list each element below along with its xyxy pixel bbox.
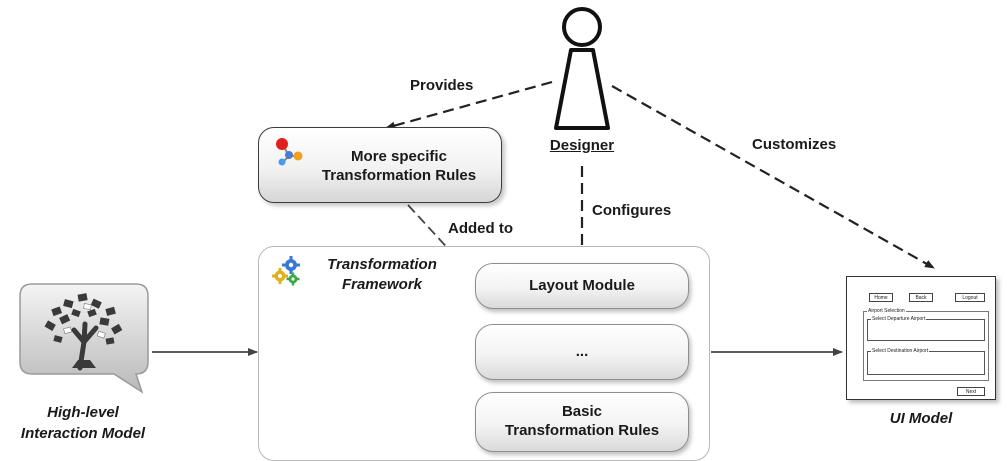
interaction-model-line2: Interaction Model: [20, 425, 146, 442]
mockup-group-title: Airport Selection: [867, 308, 906, 314]
framework-title-line2: Framework: [341, 275, 423, 293]
gears-icon: [272, 256, 300, 286]
interaction-model-label: High-level Interaction Model: [0, 402, 166, 444]
customizes-arrow: [611, 85, 935, 269]
specific-rules-line1: More specific: [351, 147, 447, 165]
mockup-departure-legend: Select Departure Airport: [871, 316, 927, 322]
basic-rules-module: Basic Transformation Rules: [475, 392, 689, 452]
mockup-airport-group: [863, 311, 989, 381]
basic-rules-line1: Basic: [561, 403, 602, 421]
person-icon: [554, 7, 610, 130]
interaction-model-line1: High-level: [47, 404, 119, 421]
provides-label: Provides: [410, 77, 474, 94]
designer-label: Designer: [549, 137, 615, 154]
speech-bubble-tree-icon: [19, 283, 149, 394]
specific-rules-line2: Transformation Rules: [321, 167, 477, 184]
mockup-destination-legend: Select Destination Airport: [871, 348, 930, 354]
ui-model-mockup: Home Back Logout Airport Selection Selec…: [846, 276, 996, 400]
basic-rules-line2: Transformation Rules: [504, 422, 660, 439]
customizes-label: Customizes: [752, 136, 837, 153]
designer-actor: [542, 6, 622, 166]
mockup-home-button: Home: [869, 293, 893, 302]
layout-module: Layout Module: [475, 263, 689, 309]
configures-label: Configures: [592, 202, 672, 219]
framework-title: Transformation Framework: [307, 255, 457, 294]
specific-rules-title: More specific Transformation Rules: [299, 142, 499, 190]
ellipsis-module: ...: [475, 324, 689, 380]
provides-arrow: [385, 80, 553, 130]
mockup-logout-button: Logout: [955, 293, 985, 302]
specific-rules-box: More specific Transformation Rules: [258, 127, 502, 203]
mockup-next-button: Next: [957, 387, 985, 396]
mockup-departure-field: [867, 319, 985, 341]
molecule-icon: [276, 138, 303, 166]
added-to-label: Added to: [448, 220, 513, 237]
mockup-back-button: Back: [909, 293, 933, 302]
framework-title-line1: Transformation: [327, 256, 437, 273]
ui-model-label: UI Model: [889, 410, 953, 427]
mockup-destination-field: [867, 351, 985, 375]
